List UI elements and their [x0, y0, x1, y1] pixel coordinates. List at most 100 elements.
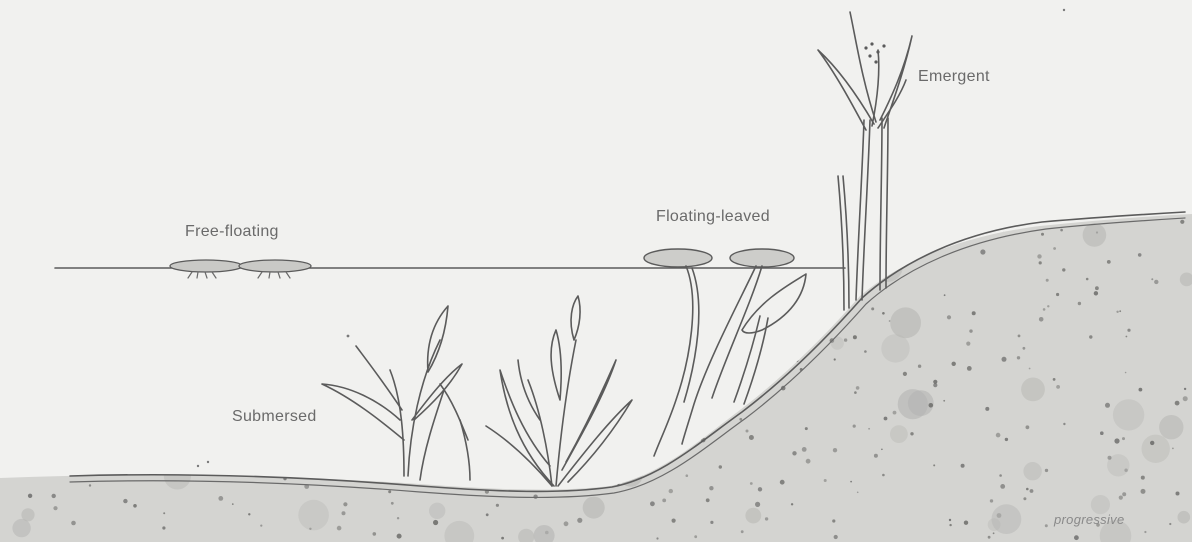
sediment-speck: [1127, 329, 1130, 332]
sediment-speck: [516, 445, 520, 449]
sediment-speck: [577, 518, 582, 523]
sediment-speck: [241, 472, 245, 476]
sediment-speck: [81, 309, 83, 311]
sediment-speck: [281, 327, 286, 332]
sediment-speck: [1056, 385, 1060, 389]
sediment-speck: [120, 316, 125, 321]
sediment-speck: [1133, 209, 1137, 213]
sediment-speck: [490, 435, 492, 437]
sediment-speck: [805, 427, 808, 430]
sediment-speck: [366, 312, 370, 316]
sediment-speck: [78, 265, 80, 267]
sediment-speck: [762, 286, 766, 290]
sediment-speck: [417, 326, 429, 338]
sediment-speck: [739, 418, 742, 421]
sediment-speck: [603, 455, 607, 459]
sediment-speck: [264, 367, 268, 371]
sediment-speck: [719, 465, 722, 468]
sediment-speck: [706, 498, 710, 502]
sediment-speck: [993, 532, 995, 534]
sediment-speck: [844, 338, 847, 341]
sediment-speck: [311, 451, 313, 453]
sediment-speck: [583, 497, 605, 519]
sediment-speck: [985, 407, 989, 411]
sediment-speck: [530, 252, 534, 256]
sediment-speck: [966, 342, 970, 346]
sediment-speck: [890, 307, 921, 338]
sediment-speck: [662, 435, 679, 452]
sediment-speck: [359, 306, 364, 311]
sediment-speck: [353, 363, 355, 365]
sediment-speck: [1018, 213, 1020, 215]
sediment-speck: [20, 302, 23, 305]
sediment-speck: [133, 504, 137, 508]
sediment-speck: [171, 389, 175, 393]
sediment-speck: [12, 519, 30, 537]
sediment-speck: [172, 310, 177, 315]
sediment-speck: [221, 242, 225, 246]
sediment-speck: [1141, 489, 1146, 494]
sediment-speck: [1138, 253, 1142, 257]
sediment-speck: [857, 492, 859, 494]
sediment-speck: [792, 451, 796, 455]
sediment-speck: [627, 469, 632, 474]
sediment-speck: [539, 359, 542, 362]
sediment-speck: [868, 428, 870, 430]
sediment-speck: [342, 511, 346, 515]
sediment-speck: [343, 256, 348, 261]
sediment-speck: [278, 464, 281, 467]
sediment-speck: [893, 411, 897, 415]
sediment-speck: [527, 475, 531, 479]
sediment-speck: [992, 504, 1022, 534]
sediment-speck: [631, 444, 635, 448]
sediment-speck: [1176, 492, 1180, 496]
sediment-speck: [479, 274, 482, 277]
sediment-speck: [860, 257, 863, 260]
sediment-speck: [910, 432, 913, 435]
sediment-speck: [1074, 535, 1079, 540]
sediment-speck: [530, 327, 532, 329]
sediment-speck: [80, 326, 82, 328]
sediment-speck: [342, 453, 345, 456]
sediment-speck: [1139, 388, 1143, 392]
sediment-speck: [1045, 469, 1048, 472]
sediment-speck: [887, 224, 891, 228]
sediment-speck: [712, 316, 716, 320]
sediment-speck: [504, 484, 508, 488]
sediment-speck: [988, 536, 991, 539]
sediment-speck: [238, 393, 242, 397]
sediment-speck: [309, 307, 313, 311]
sediment-speck: [172, 385, 174, 387]
sediment-speck: [314, 231, 316, 233]
sediment-speck: [280, 398, 284, 402]
sediment-speck: [1029, 368, 1031, 370]
sediment-speck: [1056, 293, 1059, 296]
sediment-speck: [0, 373, 15, 390]
sediment-speck: [237, 287, 239, 289]
sediment-speck: [291, 307, 294, 310]
sediment-speck: [481, 225, 484, 228]
sediment-speck: [278, 217, 280, 219]
sediment-speck: [28, 494, 32, 498]
sediment-speck: [472, 303, 477, 308]
sediment-speck: [470, 224, 475, 229]
sediment-speck: [96, 306, 99, 309]
sediment-speck: [758, 487, 762, 491]
sediment-speck: [1151, 278, 1153, 280]
sediment-speck: [316, 312, 319, 315]
sediment-speck: [318, 275, 320, 277]
sediment-speck: [1144, 531, 1146, 533]
sediment-speck: [1122, 492, 1126, 496]
sediment-speck: [337, 526, 342, 531]
sediment-speck: [651, 224, 654, 227]
sediment-speck: [725, 374, 729, 378]
sediment-speck: [636, 415, 638, 417]
sediment-speck: [39, 316, 41, 318]
sediment-speck: [216, 330, 220, 334]
sediment-speck: [1063, 423, 1065, 425]
free-floating-plants: [170, 260, 311, 278]
sediment-speck: [1023, 462, 1041, 480]
sediment-speck: [1142, 435, 1170, 463]
sediment-speck: [624, 263, 627, 266]
sediment-speck: [397, 517, 399, 519]
